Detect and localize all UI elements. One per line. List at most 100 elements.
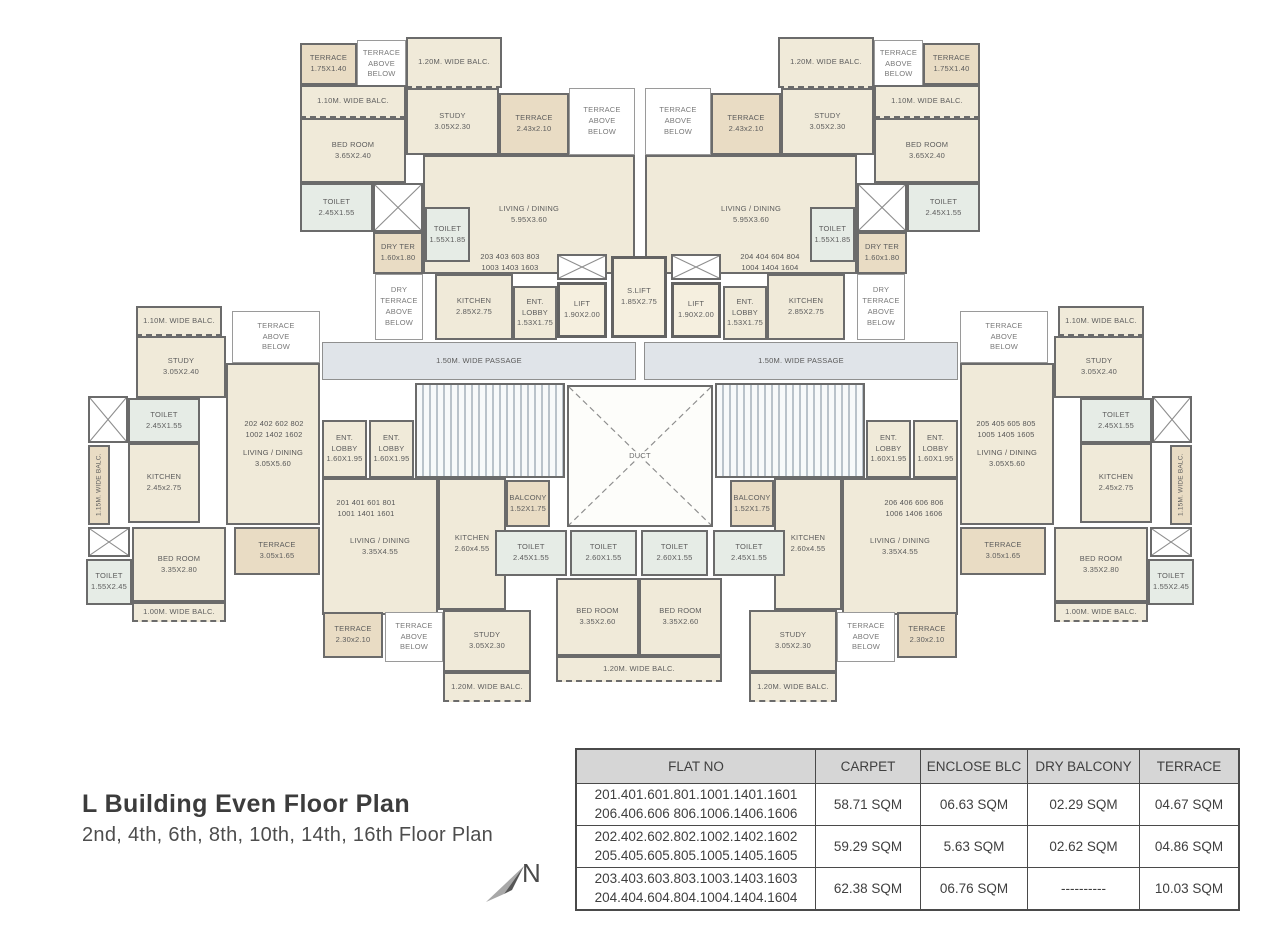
terrace-203-top-label: 1.75X1.40 bbox=[310, 64, 347, 73]
passage-right-label: 1.50M. WIDE PASSAGE bbox=[758, 355, 844, 365]
toilet-205b-label: 1.55X2.45 bbox=[1153, 582, 1189, 591]
bedroom-206-label: 3.35X2.60 bbox=[662, 617, 699, 626]
header-terrace: TERRACE bbox=[1139, 748, 1240, 784]
balc-205-v: 1.15M. WIDE BALC. bbox=[1170, 445, 1192, 525]
duct-lift-r-cross-icon bbox=[673, 256, 719, 278]
kitchen-203-label: KITCHEN bbox=[456, 296, 492, 306]
toilet-202-label: 2.45X1.55 bbox=[146, 420, 182, 430]
duct-205b bbox=[1150, 527, 1192, 557]
living-202-label-label: LIVING / DINING bbox=[242, 448, 304, 458]
bedroom-202-label: BED ROOM bbox=[157, 553, 201, 563]
balc-205-top: 1.10M. WIDE BALC. bbox=[1058, 306, 1144, 336]
entlobby-201b-label: LOBBY bbox=[378, 443, 405, 453]
balc-203-top: 1.20M. WIDE BALC. bbox=[406, 37, 502, 88]
kitchen-202-label: KITCHEN bbox=[146, 472, 182, 482]
entlobby-203-label: LOBBY bbox=[521, 307, 548, 317]
study-204-label: 3.05X2.30 bbox=[809, 121, 846, 131]
toilet-204-2-label: 1.55X1.85 bbox=[814, 234, 851, 244]
table-row: 201.401.601.801.1001.1401.1601 206.406.6… bbox=[575, 783, 1240, 826]
tab-204-top-label: BELOW bbox=[884, 69, 913, 79]
entlobby-201a-label: ENT. bbox=[335, 432, 354, 442]
balcony-206-label: 1.52X1.75 bbox=[734, 503, 770, 513]
study-203-label: STUDY bbox=[439, 110, 466, 120]
toilet-206b-label: 2.45X1.55 bbox=[731, 553, 767, 562]
toilet-206a-label: 2.60X1.55 bbox=[656, 553, 693, 562]
toilet-206a-label: TOILET bbox=[660, 542, 689, 552]
bedroom-204-label: 3.65X2.40 bbox=[909, 150, 945, 160]
duct-center: DUCT bbox=[567, 385, 713, 527]
duct-205a bbox=[1152, 396, 1192, 443]
dry-cell: 02.62 SQM bbox=[1027, 825, 1140, 868]
tab-203-top-label: TERRACE bbox=[362, 47, 401, 57]
bedroom-205-label: BED ROOM bbox=[1079, 553, 1123, 563]
flat-no-line: 201.401.601.801.1001.1401.1601 bbox=[594, 787, 798, 803]
tab-201-label: TERRACE bbox=[395, 620, 433, 630]
tab-center-l-label: BELOW bbox=[587, 126, 617, 136]
terrace-205-label: TERRACE bbox=[984, 540, 1022, 550]
dry-cell: 02.29 SQM bbox=[1027, 783, 1140, 826]
terrace-cell: 04.67 SQM bbox=[1139, 783, 1240, 826]
stair-right bbox=[715, 383, 865, 478]
lift-r-label: 1.90X2.00 bbox=[678, 310, 714, 319]
toilet-206b-label: TOILET bbox=[735, 542, 763, 552]
tab-206-label: BELOW bbox=[851, 642, 881, 652]
bedroom-203-label: BED ROOM bbox=[331, 139, 375, 149]
study-206-label: STUDY bbox=[779, 630, 807, 640]
study-206-label: 3.05X2.30 bbox=[775, 641, 811, 650]
s-lift-label: S.LIFT bbox=[627, 286, 651, 296]
drytab-right-label: TERRACE bbox=[862, 296, 900, 306]
entlobby-204-label: LOBBY bbox=[731, 307, 758, 317]
entlobby-204-label: ENT. bbox=[736, 296, 754, 306]
kitchen-206-label: KITCHEN bbox=[790, 533, 826, 543]
living-202-label-label: 3.05X5.60 bbox=[255, 459, 291, 468]
duct-205a-cross-icon bbox=[1154, 398, 1190, 441]
tab-203-top-label: ABOVE bbox=[368, 58, 395, 68]
living-205 bbox=[960, 363, 1054, 525]
flatno-203-label: 1003 1403 1603 bbox=[481, 263, 539, 272]
tab-center-l-label: TERRACE bbox=[583, 105, 621, 115]
balc-204-right-label: 1.10M. WIDE BALC. bbox=[891, 96, 963, 106]
terrace-cell: 04.86 SQM bbox=[1139, 825, 1240, 868]
duct-center-label: DUCT bbox=[627, 450, 653, 462]
entlobby-204-label: 1.53X1.75 bbox=[727, 318, 763, 328]
title-block: L Building Even Floor Plan 2nd, 4th, 6th… bbox=[82, 790, 493, 847]
tab-204-top-label: TERRACE bbox=[879, 47, 918, 57]
toilet-204-1-label: 2.45X1.55 bbox=[925, 207, 962, 217]
terrace-203-2-label: 2.43x2.10 bbox=[516, 124, 552, 133]
tab-202-label: TERRACE bbox=[257, 320, 295, 330]
living-204-label: 5.95X3.60 bbox=[733, 214, 769, 224]
study-201-label: STUDY bbox=[473, 630, 501, 640]
living-202 bbox=[226, 363, 320, 525]
living-205-label-label: 3.05X5.60 bbox=[989, 459, 1025, 468]
duct-202b-cross-icon bbox=[90, 529, 128, 555]
balc-202-v-label: 1.15M. WIDE BALC. bbox=[95, 453, 103, 517]
terrace-202-label: 3.05x1.65 bbox=[259, 551, 295, 560]
header-enclose-blc: ENCLOSE BLC bbox=[920, 748, 1028, 784]
duct-lift-r bbox=[671, 254, 721, 280]
drytab-left-label: TERRACE bbox=[380, 296, 418, 306]
